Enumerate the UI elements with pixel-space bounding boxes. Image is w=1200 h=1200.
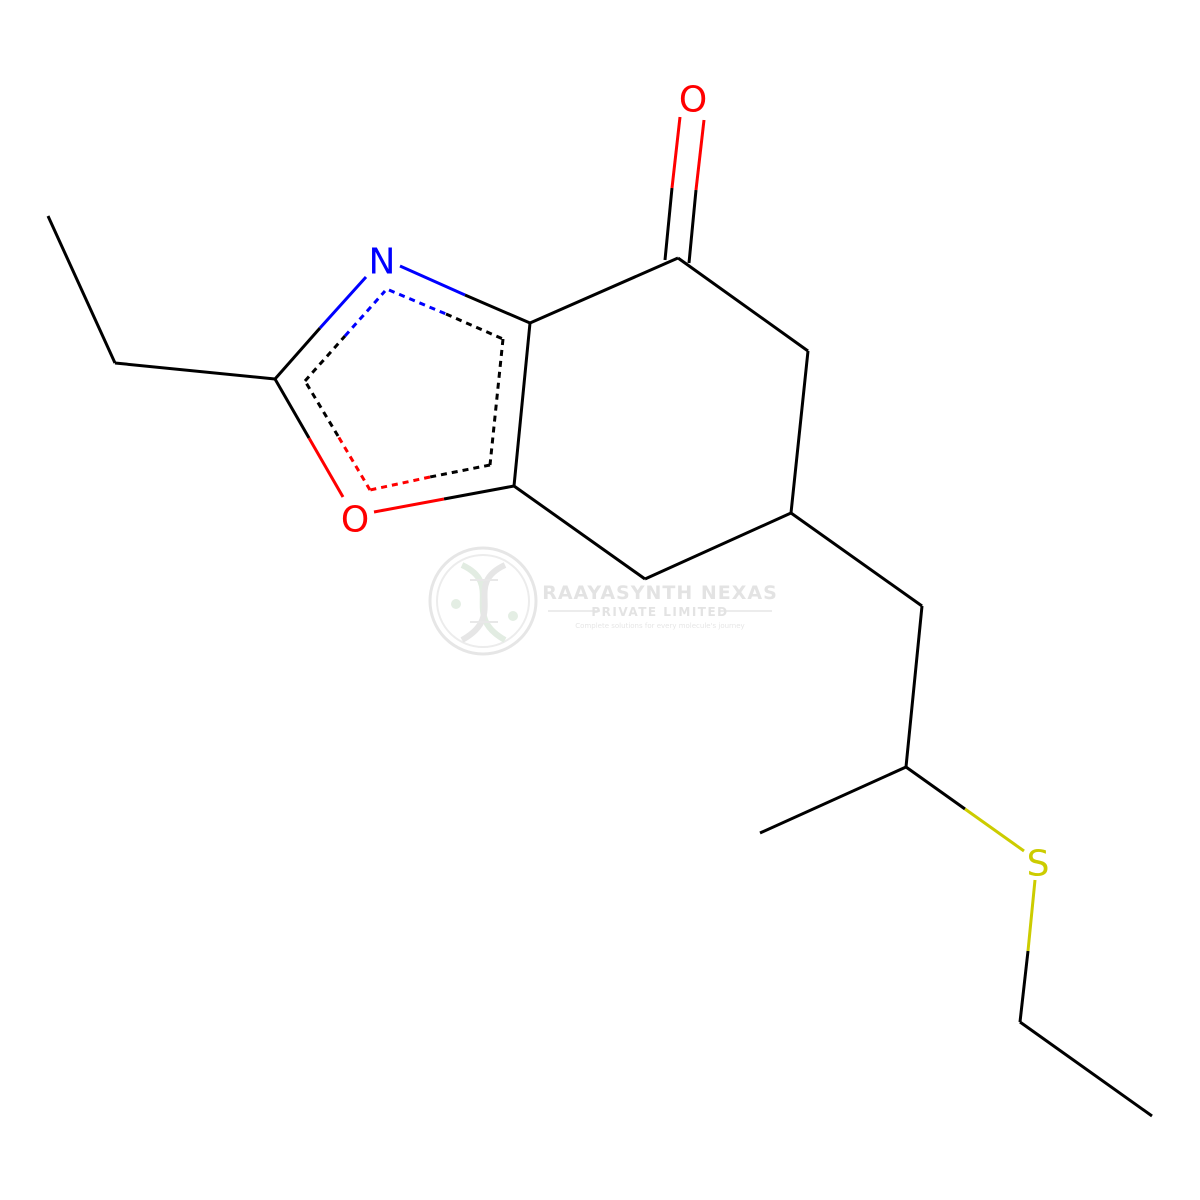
bond-n-c3a [399, 264, 531, 325]
bond-s-ethyl [1019, 1020, 1153, 1118]
atom-label-thioether-s: S [1027, 844, 1050, 885]
bond-ethyl-ch2-c2 [114, 361, 276, 381]
bond-c6-c7 [644, 511, 792, 581]
bond-o-c2 [273, 378, 345, 498]
bond-c3a-c4 [529, 256, 679, 325]
bonds [46, 116, 1153, 1118]
bond-ethyl-ch3-ch2 [46, 215, 117, 364]
bond-ch2-ch [904, 605, 924, 768]
atom-labels: N O O S [341, 80, 1050, 885]
watermark-subtitle: PRIVATE LIMITED [591, 605, 728, 619]
bond-ch-methyl [759, 765, 907, 835]
watermark-logo-icon [428, 546, 538, 656]
watermark: RAAYASYNTH NEXAS PRIVATE LIMITED Complet… [428, 546, 778, 656]
watermark-tagline: Complete solutions for every molecule's … [575, 622, 744, 630]
bond-c3a-c7a [512, 322, 532, 487]
bond-c4-carbonyl-o [663, 116, 706, 264]
bond-c5-c6 [789, 350, 810, 514]
bond-c4-c5 [677, 256, 809, 353]
atom-label-carbonyl-o: O [679, 80, 707, 121]
watermark-company: RAAYASYNTH NEXAS [542, 582, 778, 604]
bond-s-ch2 [1018, 879, 1037, 1023]
bond-c6-ch2 [790, 511, 923, 608]
bond-c2-n [273, 275, 368, 380]
bond-c7-c7a [513, 484, 646, 581]
atom-label-ring-o: O [341, 500, 369, 541]
bond-ch-s [905, 765, 1025, 853]
atom-label-ring-n: N [369, 242, 396, 283]
bond-c7a-o [373, 484, 515, 514]
